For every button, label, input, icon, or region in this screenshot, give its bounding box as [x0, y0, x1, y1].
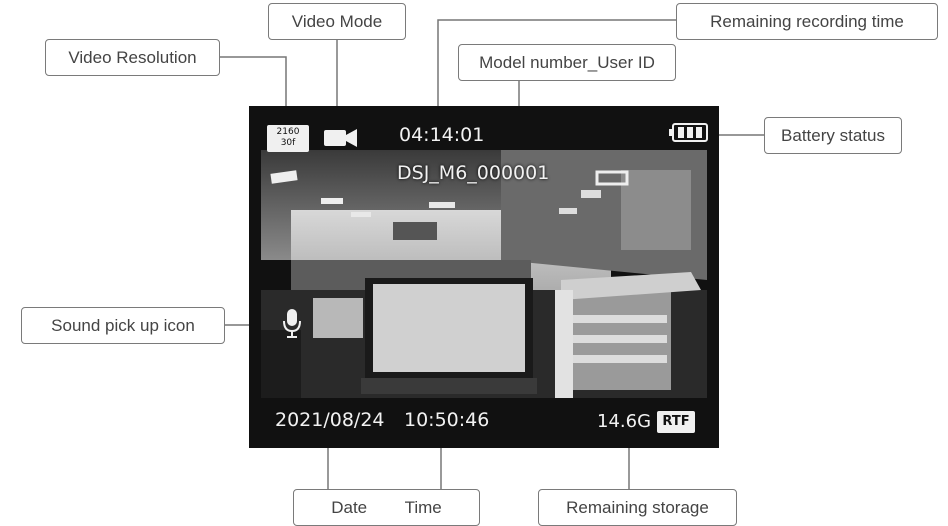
- callout-video-mode: Video Mode: [268, 3, 406, 40]
- battery-icon: [669, 123, 708, 142]
- rtf-badge: RTF: [657, 411, 695, 433]
- resolution-line-1: 2160: [276, 127, 300, 137]
- camera-scene-image: [261, 150, 707, 398]
- date-display: 2021/08/24: [275, 409, 385, 431]
- video-resolution-icon: 2160 30f: [267, 125, 309, 152]
- camera-screen: 2160 30f 04:14:01 DSJ_M6_000001 2021/08/…: [249, 106, 719, 448]
- time-display: 10:50:46: [404, 409, 490, 431]
- callout-sound-pick-up-icon: Sound pick up icon: [21, 307, 225, 344]
- callout-remaining-storage: Remaining storage: [538, 489, 737, 526]
- callout-model-number-user-id: Model number_User ID: [458, 44, 676, 81]
- callout-remaining-recording-time: Remaining recording time: [676, 3, 938, 40]
- callout-date-time: Date Time: [293, 489, 480, 526]
- microphone-icon: [283, 309, 301, 338]
- remaining-storage: 14.6G: [597, 411, 652, 432]
- video-camera-icon: [324, 129, 357, 147]
- callout-battery-status: Battery status: [764, 117, 902, 154]
- model-number-user-id: DSJ_M6_000001: [397, 162, 550, 184]
- remaining-recording-time: 04:14:01: [399, 124, 485, 146]
- resolution-line-2: 30f: [280, 138, 296, 148]
- callout-video-resolution: Video Resolution: [45, 39, 220, 76]
